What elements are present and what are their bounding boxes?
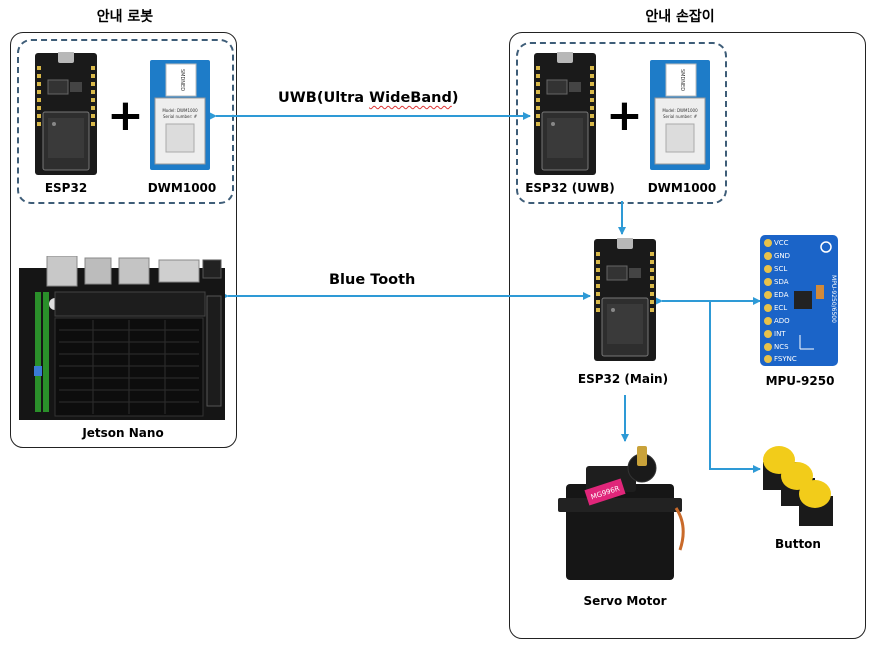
bluetooth-link-label: Blue Tooth: [329, 272, 416, 288]
uwb-link-label-suffix: ): [451, 90, 459, 106]
jetson-nano-label: Jetson Nano: [82, 426, 164, 440]
handle-esp32-uwb-board-icon: [534, 52, 596, 175]
robot-plus-icon: +: [107, 90, 144, 141]
push-button-icon: [763, 446, 833, 526]
svg-text:Serial number: #: Serial number: #: [663, 114, 698, 119]
robot-dwm1000-label: DWM1000: [147, 181, 217, 195]
servo-motor-label: Servo Motor: [583, 594, 667, 608]
svg-text:ADO: ADO: [774, 317, 790, 325]
mpu-9250-sensor-icon: VCC GND SCL SDA EDA ECL ADO INT NCS FSYN…: [760, 235, 838, 366]
uwb-link-label-wideband: WideBand: [369, 90, 452, 106]
robot-title: 안내 로봇: [96, 9, 154, 25]
mpu-9250-label: MPU-9250: [765, 374, 835, 388]
svg-text:GND: GND: [774, 252, 790, 260]
svg-text:NCS: NCS: [774, 343, 789, 351]
handle-dwm1000-module-icon: SMDNED Model: DWM1000 Serial number: #: [650, 60, 710, 170]
jetson-nano-board-icon: [19, 256, 225, 420]
svg-text:Model: DWM1000: Model: DWM1000: [162, 108, 198, 113]
esp32-main-board-icon: [594, 238, 656, 361]
svg-text:Serial number: #: Serial number: #: [163, 114, 198, 119]
svg-text:MPU-9250/6500: MPU-9250/6500: [830, 275, 837, 323]
handle-esp32-uwb-label: ESP32 (UWB): [525, 181, 615, 195]
svg-text:SCL: SCL: [774, 265, 787, 273]
svg-text:SMDNED: SMDNED: [179, 69, 185, 91]
svg-text:INT: INT: [774, 330, 786, 338]
robot-uwb-module-group: [17, 39, 234, 204]
robot-esp32-board-icon: [35, 52, 97, 175]
esp32-main-label: ESP32 (Main): [577, 372, 669, 386]
robot-dwm1000-module-icon: SMDNED Model: DWM1000 Serial number: #: [150, 60, 210, 170]
svg-text:SDA: SDA: [774, 278, 789, 286]
mpu-pin-labels: VCC GND SCL SDA EDA ECL ADO INT NCS FSYN…: [774, 239, 797, 363]
uwb-link-label-prefix: UWB(Ultra: [278, 90, 370, 106]
uwb-link-label: UWB(Ultra WideBand): [278, 90, 458, 106]
handle-plus-icon: +: [606, 90, 643, 141]
button-label: Button: [775, 537, 821, 551]
robot-esp32-label: ESP32: [44, 181, 88, 195]
svg-text:ECL: ECL: [774, 304, 787, 312]
main-to-button-arrow: [709, 301, 761, 473]
servo-motor-icon: MG996R: [558, 446, 685, 580]
svg-text:FSYNC: FSYNC: [774, 355, 797, 363]
svg-text:SMDNED: SMDNED: [679, 69, 685, 91]
handle-title: 안내 손잡이: [645, 9, 715, 25]
svg-text:VCC: VCC: [774, 239, 789, 247]
svg-text:EDA: EDA: [774, 291, 789, 299]
svg-text:Model: DWM1000: Model: DWM1000: [662, 108, 698, 113]
handle-dwm1000-label: DWM1000: [647, 181, 717, 195]
